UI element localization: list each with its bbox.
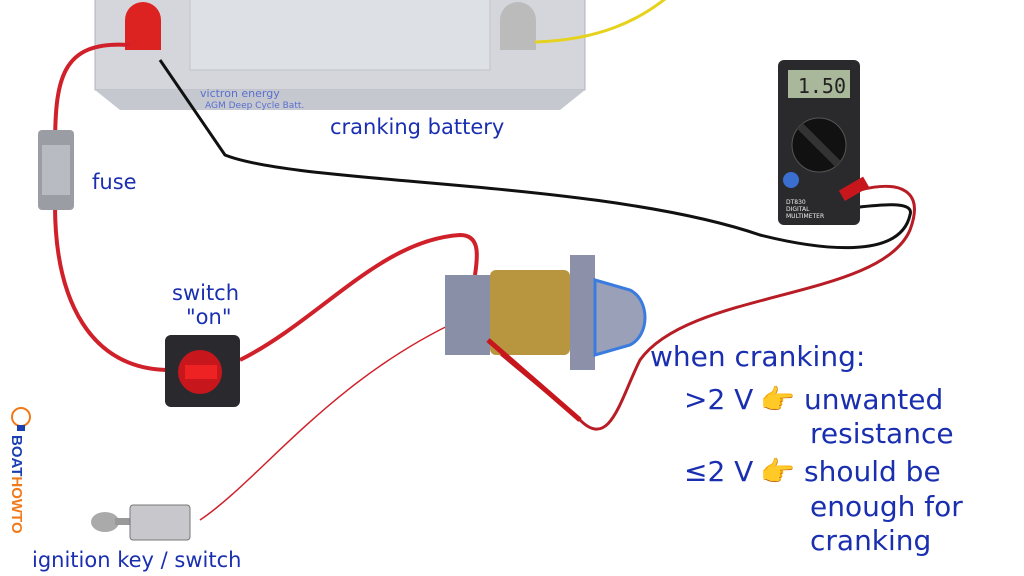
battery-model: AGM Deep Cycle Batt.: [205, 101, 304, 111]
battery-switch[interactable]: [165, 335, 240, 407]
red-probe-lead: [489, 184, 916, 431]
switch-label: switch: [172, 281, 240, 305]
switch-to-starter-wire: [239, 232, 479, 362]
logo-part1: BOAT: [8, 435, 25, 477]
case2-text: should be: [804, 455, 941, 488]
ignition-label: ignition key / switch: [32, 548, 242, 572]
logo-part2: HOWTO: [8, 476, 25, 534]
multimeter-display: 1.50: [798, 74, 846, 98]
ignition-key-switch[interactable]: [91, 504, 191, 541]
ignition-wire: [199, 319, 461, 521]
logo-text: BOATHOWTO: [8, 435, 25, 534]
fuse-holder: [38, 130, 74, 210]
multimeter-label: DIGITAL: [786, 206, 810, 213]
pointing-hand-icon: 👉: [760, 383, 795, 416]
case1-value: >2 V: [684, 383, 754, 416]
cranking-battery: [94, 0, 586, 110]
yellow-wire: [534, 0, 667, 44]
case1-text: unwanted: [804, 383, 944, 416]
pointing-hand-icon: 👉: [760, 455, 795, 488]
battery-brand: victron energy: [200, 87, 280, 100]
fuse-label: fuse: [92, 170, 137, 194]
battery-to-fuse-wire: [53, 42, 131, 151]
case1-text: resistance: [810, 417, 954, 450]
case2-text: enough for: [810, 490, 963, 523]
lightbulb-anchor-icon: [11, 407, 31, 431]
case2-value: ≤2 V: [684, 455, 754, 488]
red-probe: [486, 338, 582, 422]
fuse-to-switch-wire: [53, 204, 171, 372]
note-heading: when cranking:: [650, 340, 866, 373]
switch-state-label: "on": [186, 305, 232, 329]
multimeter-model: DT830: [786, 199, 806, 206]
digital-multimeter: [778, 60, 870, 225]
battery-label: cranking battery: [330, 115, 505, 139]
black-probe-lead: [158, 59, 912, 250]
boathowto-logo: BOATHOWTO: [6, 405, 36, 534]
multimeter-label: MULTIMETER: [786, 213, 824, 220]
case2-text: cranking: [810, 524, 932, 557]
starter-motor: [445, 255, 647, 370]
